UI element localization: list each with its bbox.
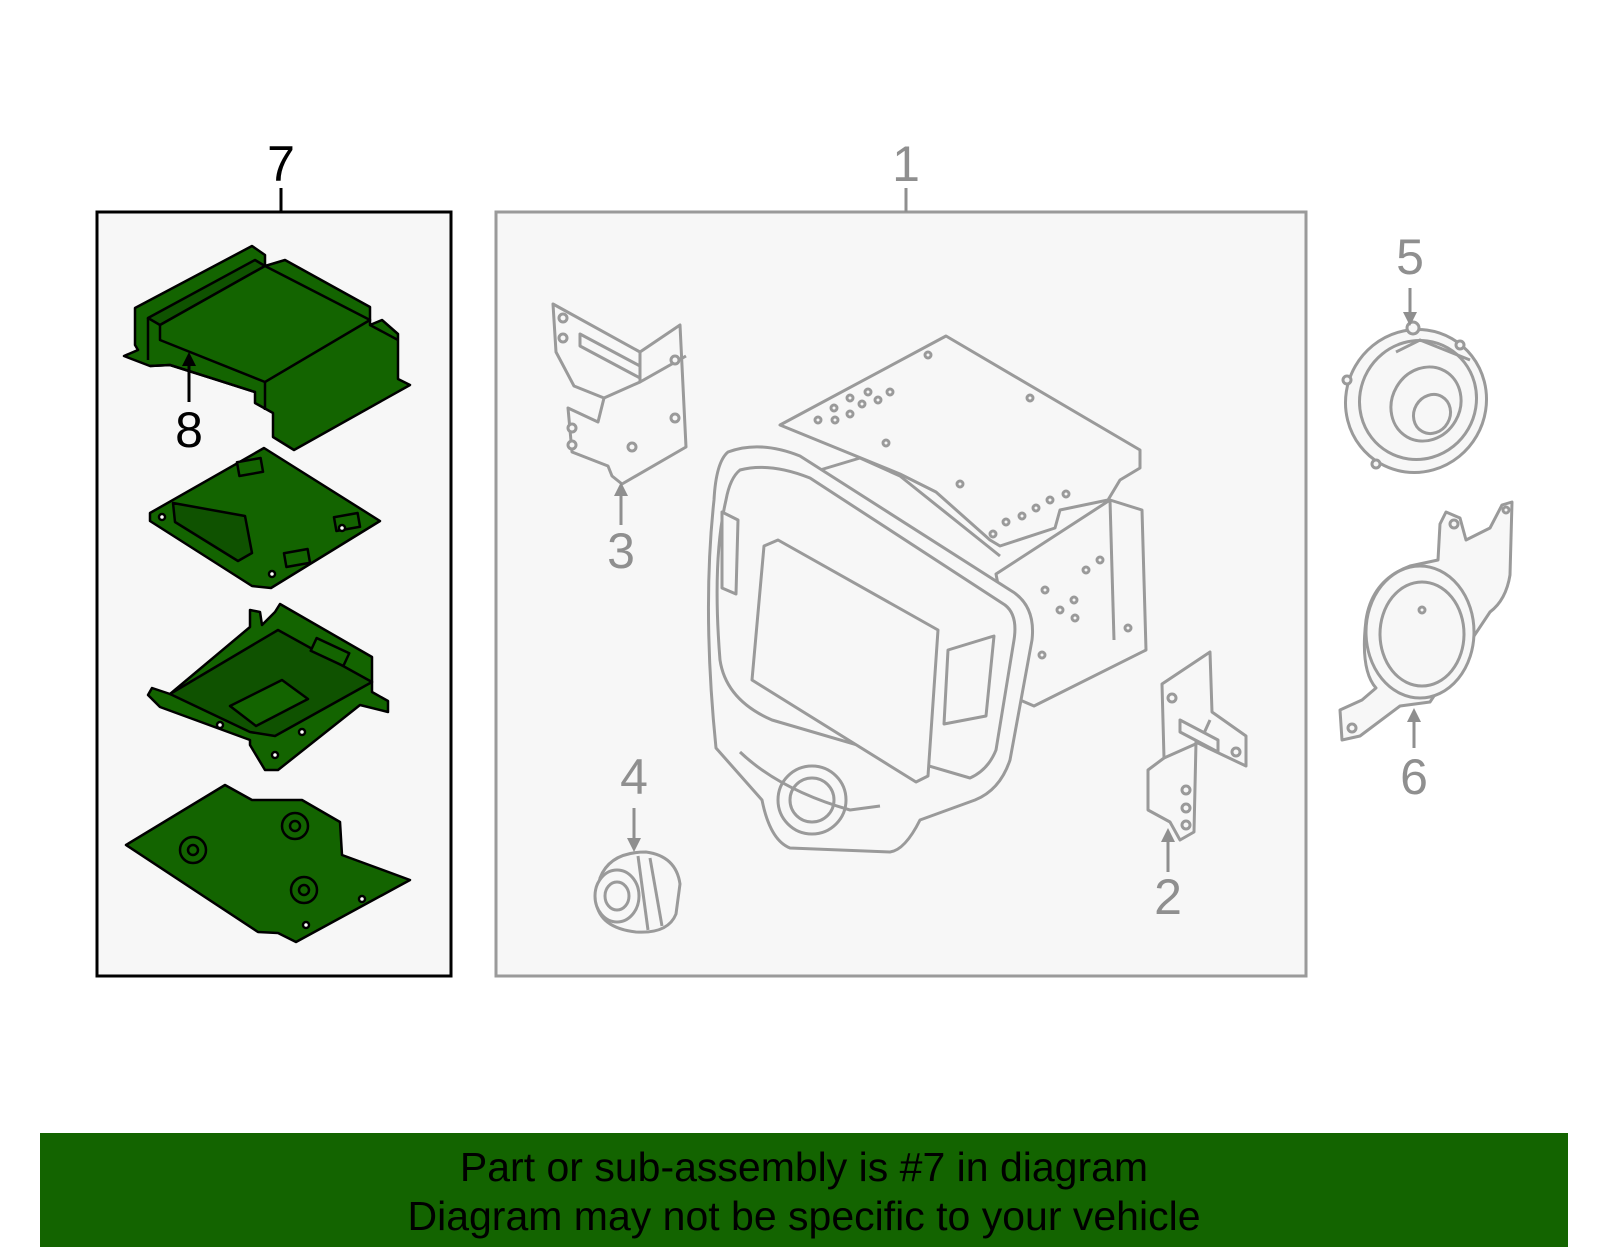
callout-8-arrowhead [182,352,196,366]
callout-8: 8 [175,402,203,458]
callout-5: 5 [1396,229,1424,285]
callout-1: 1 [892,136,920,192]
callout-5-arrowhead [1403,312,1417,326]
assembly-1-group: 1 3 [494,136,1308,978]
callout-6: 6 [1400,749,1428,805]
banner-line-1: Part or sub-assembly is #7 in diagram [459,1144,1149,1190]
circuit-board-part[interactable] [148,446,382,590]
base-plate-part[interactable] [124,783,412,944]
amplifier-module-part[interactable] [122,244,412,452]
callout-7: 7 [267,136,295,192]
speaker-6-part[interactable] [1338,500,1514,742]
volume-knob-part[interactable] [593,850,682,934]
bracket-left-part[interactable] [551,302,688,486]
callout-4-arrowhead [627,838,641,852]
callout-2: 2 [1154,869,1182,925]
head-unit-part[interactable] [706,334,1148,854]
callout-3-arrowhead [614,482,628,496]
callout-4: 4 [620,749,648,805]
callout-2-arrowhead [1161,828,1175,842]
assembly-7-group: 7 8 [95,136,453,978]
banner-line-2: Diagram may not be specific to your vehi… [407,1193,1201,1239]
speaker-5-part[interactable] [1319,304,1512,499]
mounting-tray-part[interactable] [146,602,390,772]
callout-6-arrowhead [1407,708,1421,722]
info-banner: Part or sub-assembly is #7 in diagram Di… [40,1133,1568,1247]
bracket-right-part[interactable] [1146,650,1248,842]
callout-3: 3 [607,523,635,579]
